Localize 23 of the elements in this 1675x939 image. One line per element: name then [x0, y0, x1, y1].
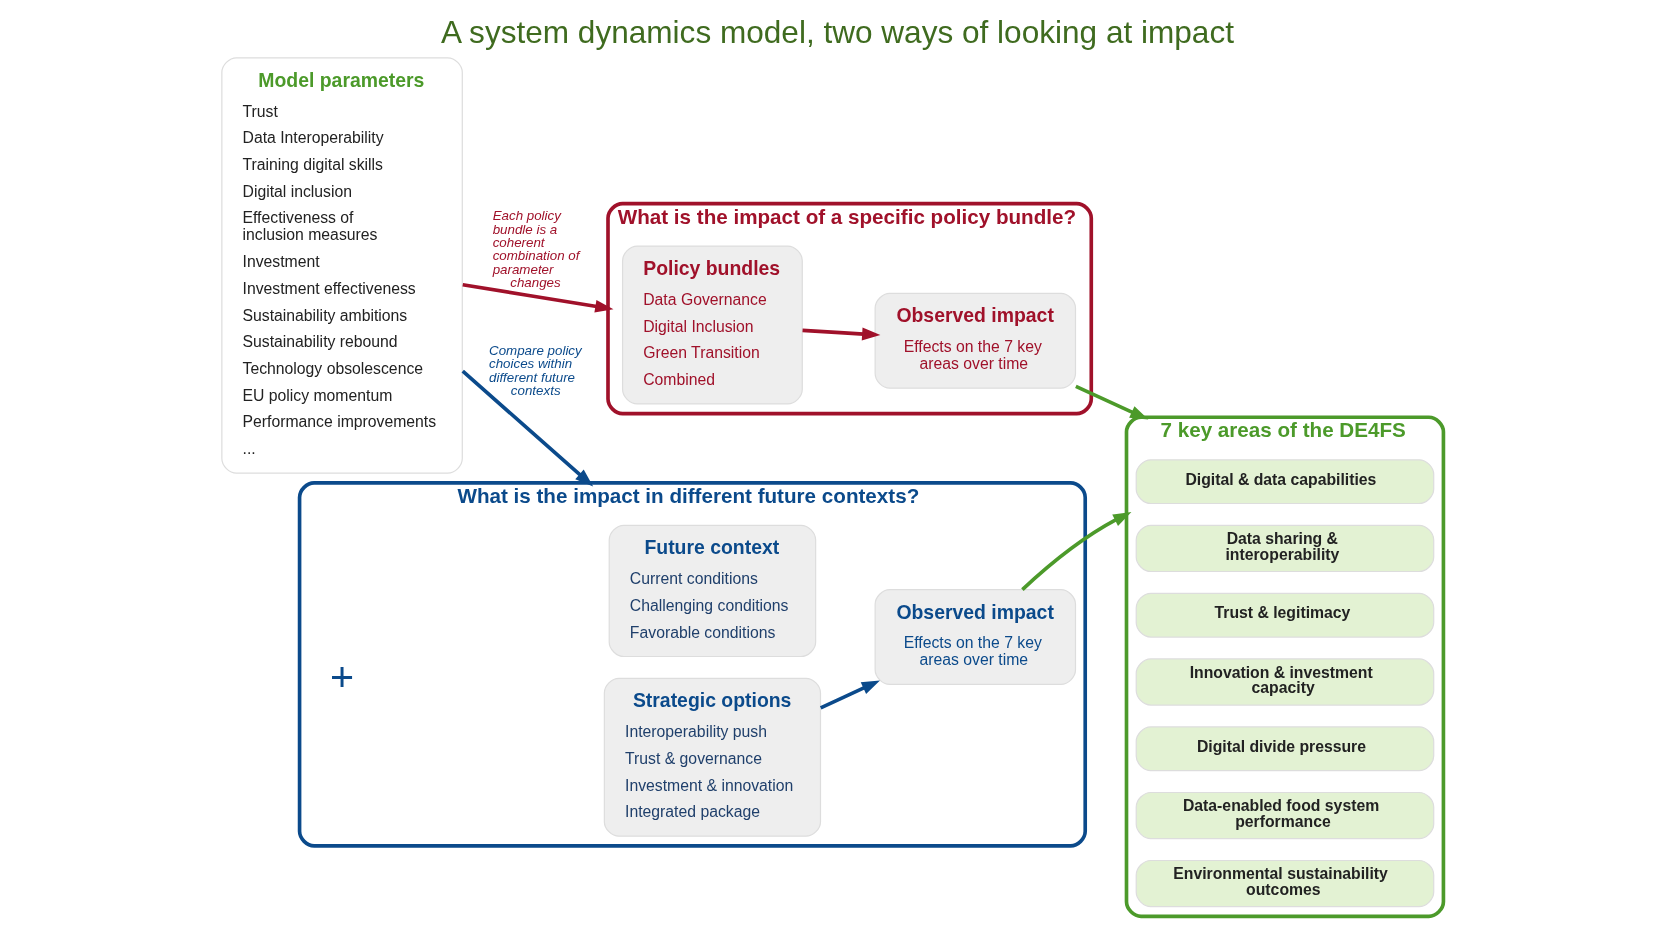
diagram-title: A system dynamics model, two ways of looking at impact [441, 14, 1234, 51]
arrow [461, 369, 594, 487]
node-box: Trust & legitimacy [1135, 592, 1435, 638]
arrow [1075, 384, 1149, 420]
node-box: Digital divide pressure [1135, 726, 1435, 772]
arrow [1021, 511, 1132, 591]
node-box: Environmental sustainability outcomes [1135, 859, 1435, 908]
node-box: Digital & data capabilities [1135, 459, 1435, 505]
arrow [462, 283, 614, 313]
node-box: Observed impact Effects on the 7 key areas over time [874, 292, 1077, 389]
node-box: Innovation & investment capacity [1135, 658, 1435, 706]
arrow [802, 327, 881, 341]
label: + [330, 654, 355, 701]
arrow [819, 680, 880, 710]
node-box: Future context Current conditions Challenging conditions Favorable conditions [608, 524, 817, 658]
node-box: Data-enabled food system performance [1135, 791, 1435, 840]
edge-label: Compare policy choices within different future contexts [489, 343, 582, 399]
node-box: Observed impact Effects on the 7 key areas over time [874, 589, 1077, 686]
node-box: Data sharing & interoperability [1135, 524, 1435, 573]
node-box: Strategic options Interoperability push Trust & governance Investment & innovation Integrated package [603, 677, 822, 837]
node-box: Policy bundles Data Governance Digital Inclusion Green Transition Combined [621, 245, 803, 405]
node-box: Model parameters Trust Data Interoperability Training digital skills Digital inclusion Effectiveness of inclusion measures Investment Investment effectiveness Sustainability ambitions Sustainability rebound Technology obsolescence EU policy momentum Performance improvements ... [221, 57, 463, 474]
edge-label: Each policy bundle is a coherent combination of parameter changes [492, 208, 580, 291]
